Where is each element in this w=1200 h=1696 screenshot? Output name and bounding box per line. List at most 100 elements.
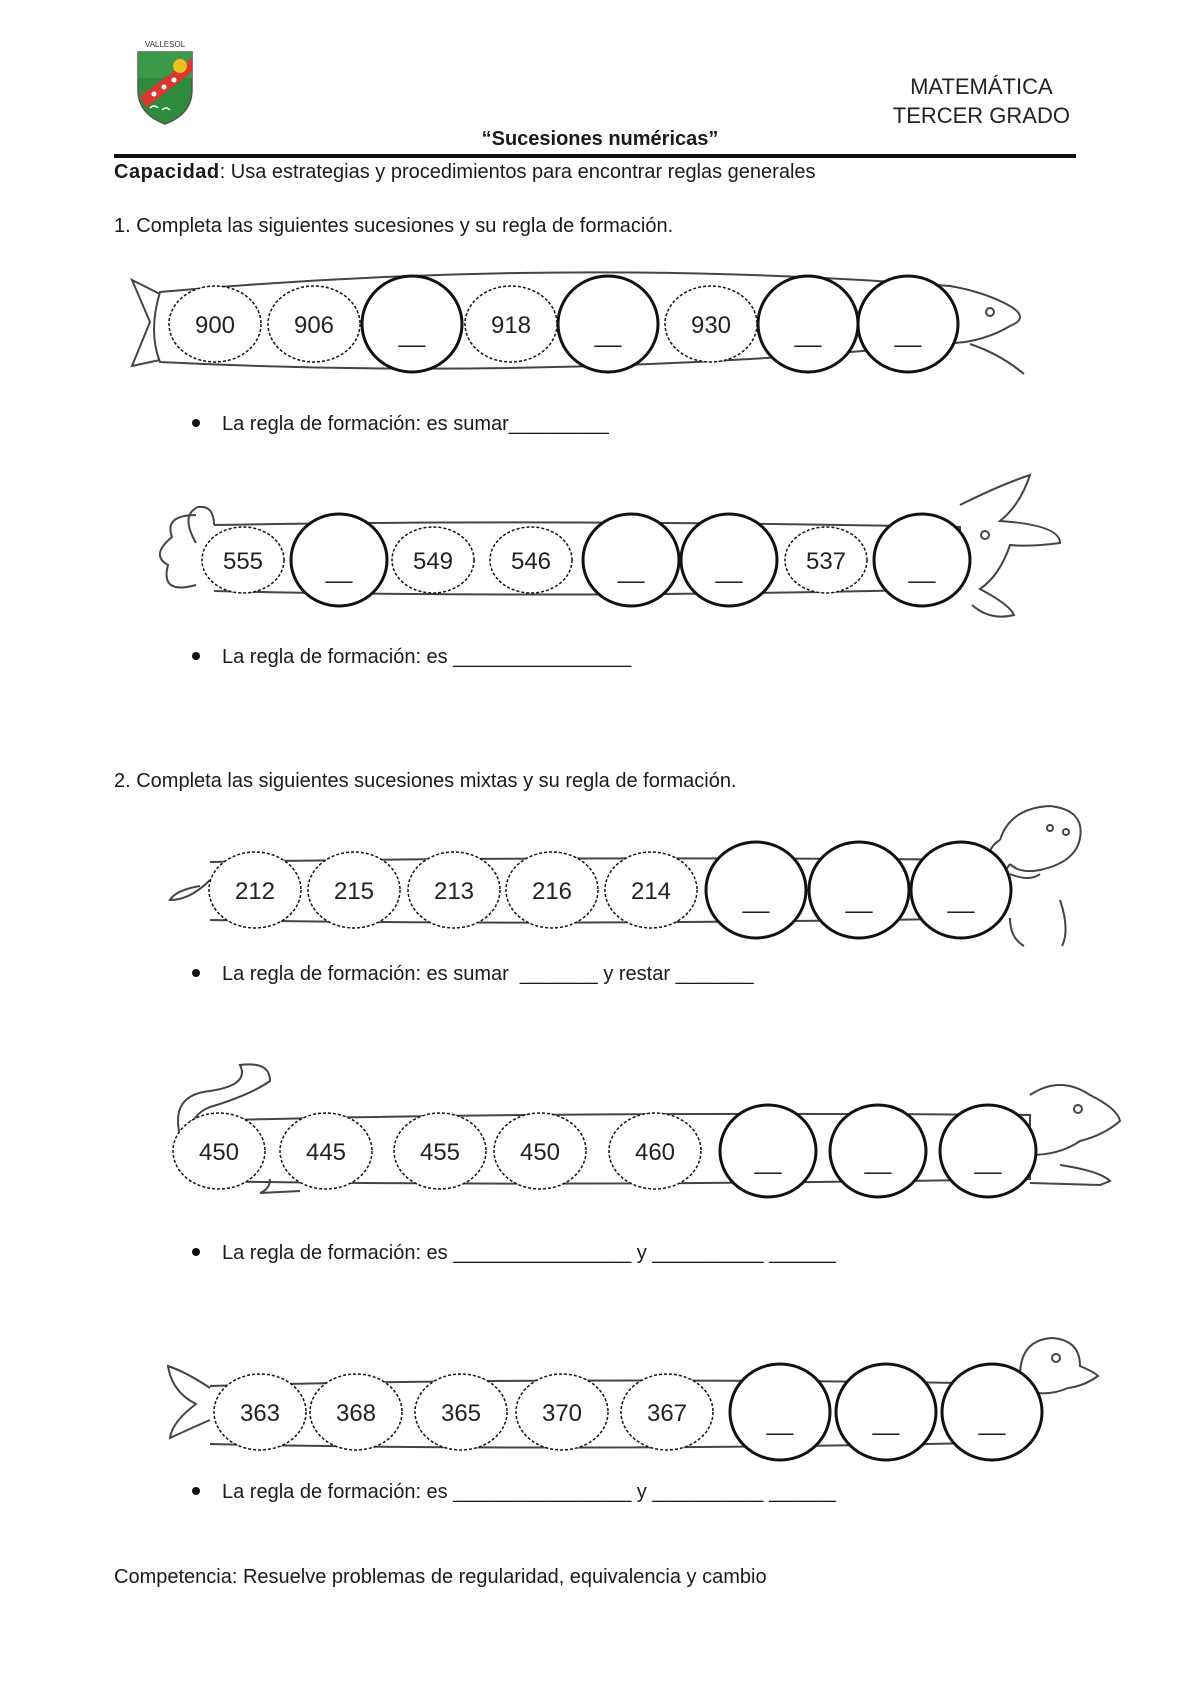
cell-value: __ (325, 557, 353, 584)
sequence-number-cell: 365 (414, 1373, 508, 1451)
worksheet-title: “Sucesiones numéricas” (481, 128, 719, 150)
cell-circle (414, 1373, 508, 1451)
sequence-number-cell: 900 (168, 285, 262, 363)
cell-circle (938, 1103, 1038, 1199)
sequence-blank-cell: __ (834, 1362, 938, 1462)
question-1: 1. Completa las siguientes sucesiones y … (114, 215, 674, 237)
cell-circle (679, 512, 779, 608)
sequence-blank-cell: __ (581, 512, 681, 608)
sequence-blank-cell: __ (289, 512, 389, 608)
subject-name: MATEMÁTICA (910, 74, 1053, 99)
cell-value: 215 (334, 878, 374, 905)
capacity-text: : Usa estrategias y procedimientos para … (219, 161, 816, 183)
sequence-number-cell: 930 (664, 285, 758, 363)
cell-value: 450 (520, 1139, 560, 1166)
cell-circle (515, 1373, 609, 1451)
sequence-number-cell: 460 (608, 1112, 702, 1190)
cell-circle (856, 274, 960, 374)
sequence-number-cell: 368 (309, 1373, 403, 1451)
cell-circle (505, 851, 599, 929)
cell-circle (393, 1112, 487, 1190)
bullet-icon (192, 651, 200, 660)
rule-text: La regla de formación: es sumar_________ (222, 413, 609, 435)
sequence-number-cell: 370 (515, 1373, 609, 1451)
cell-circle (208, 851, 302, 929)
sequence-number-cell: 213 (407, 851, 501, 929)
cell-value: __ (742, 887, 770, 914)
cell-circle (620, 1373, 714, 1451)
sequence-number-cell: 455 (393, 1112, 487, 1190)
capacity-line: Capacidad: Usa estrategias y procedimien… (114, 161, 816, 184)
cell-circle (172, 1112, 266, 1190)
rule-text: La regla de formación: es ______________… (222, 1481, 836, 1503)
cell-value: 546 (511, 548, 551, 575)
cell-circle (872, 512, 972, 608)
sequence-number-cell: 212 (208, 851, 302, 929)
cell-circle (834, 1362, 938, 1462)
cell-value: 455 (420, 1139, 460, 1166)
capacity-label: Capacidad (114, 161, 220, 183)
cell-value: __ (594, 321, 622, 348)
cell-value: 368 (336, 1400, 376, 1427)
sequence-number-cell: 549 (391, 526, 475, 594)
sequence-blank-cell: __ (360, 274, 464, 374)
cell-value: 918 (491, 312, 531, 339)
sequence-number-cell: 906 (267, 285, 361, 363)
cell-value: 213 (434, 878, 474, 905)
cell-circle (909, 840, 1013, 940)
cell-circle (267, 285, 361, 363)
cell-value: 450 (199, 1139, 239, 1166)
sequence-number-cell: 537 (784, 526, 868, 594)
sequence-blank-cell: __ (679, 512, 779, 608)
cell-value: 445 (306, 1139, 346, 1166)
cell-value: __ (894, 321, 922, 348)
cell-value: 460 (635, 1139, 675, 1166)
sequence-number-cell: 363 (213, 1373, 307, 1451)
rule-line-5: La regla de formación: es ______________… (192, 1481, 836, 1504)
rule-line-3: La regla de formación: es sumar _______ … (192, 963, 753, 986)
cell-circle (718, 1103, 818, 1199)
rule-line-4: La regla de formación: es ______________… (192, 1242, 836, 1265)
cell-value: 930 (691, 312, 731, 339)
cell-value: 537 (806, 548, 846, 575)
sequence-number-cell: 555 (201, 526, 285, 594)
sequence-number-cell: 216 (505, 851, 599, 929)
cell-value: 365 (441, 1400, 481, 1427)
school-crest-logo: VALLESOL (132, 38, 198, 126)
cell-circle (307, 851, 401, 929)
bullet-icon (192, 1486, 200, 1495)
sequence-number-cell: 918 (464, 285, 558, 363)
cell-circle (213, 1373, 307, 1451)
grade-name: TERCER GRADO (892, 103, 1070, 128)
cell-value: 367 (647, 1400, 687, 1427)
sequence-blank-cell: __ (556, 274, 660, 374)
competency-line: Competencia: Resuelve problemas de regul… (114, 1566, 767, 1588)
bullet-icon (192, 418, 200, 427)
cell-circle (604, 851, 698, 929)
sequence-blank-cell: __ (828, 1103, 928, 1199)
sequence-blank-cell: __ (940, 1362, 1044, 1462)
cell-circle (168, 285, 262, 363)
sequence-blank-cell: __ (872, 512, 972, 608)
sequence-number-cell: 214 (604, 851, 698, 929)
cell-value: __ (715, 557, 743, 584)
sequence-blank-cell: __ (704, 840, 808, 940)
cell-value: __ (978, 1409, 1006, 1436)
title-divider (114, 154, 1076, 158)
cell-circle (391, 526, 475, 594)
fish-drawing (130, 271, 1025, 375)
rabbit-cells: 555 __ 549 546 __ __ 537 __ (201, 512, 972, 608)
sequence-blank-cell: __ (718, 1103, 818, 1199)
cell-circle (289, 512, 389, 608)
cell-circle (493, 1112, 587, 1190)
cell-value: 370 (542, 1400, 582, 1427)
cell-circle (728, 1362, 832, 1462)
cell-value: 906 (294, 312, 334, 339)
cell-value: 549 (413, 548, 453, 575)
